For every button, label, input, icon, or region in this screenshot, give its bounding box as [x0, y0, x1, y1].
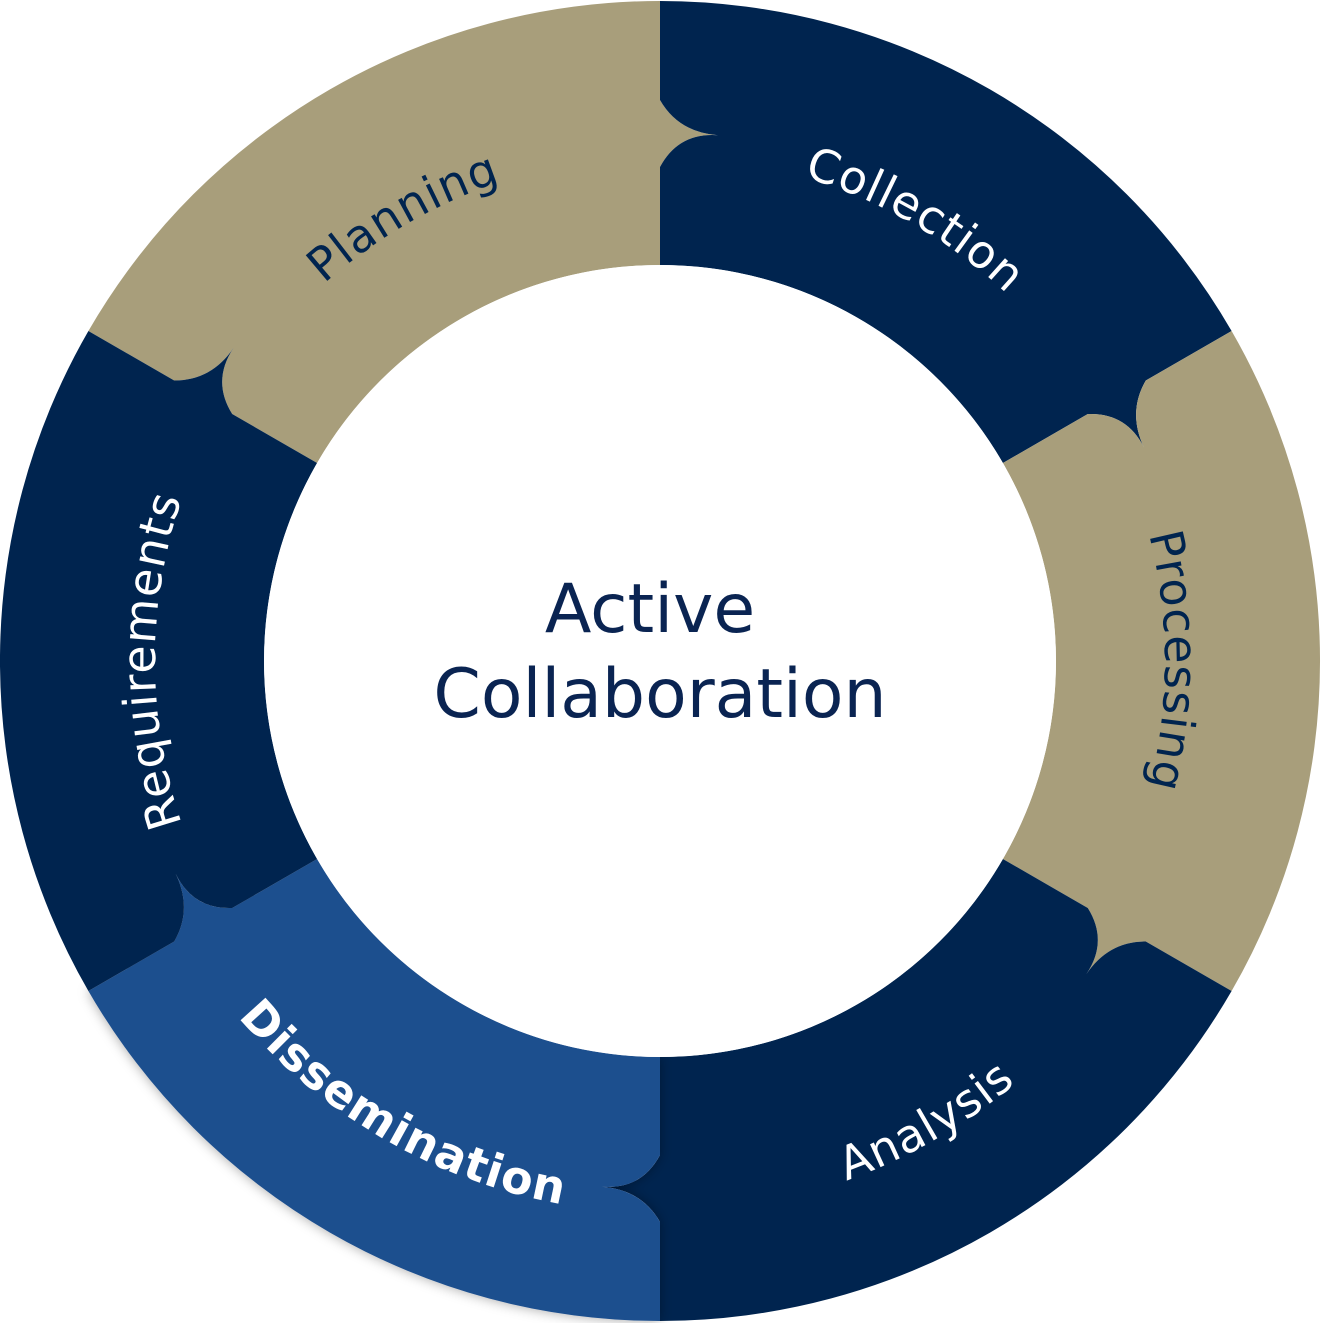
segment-planning [88, 1, 718, 463]
segment-dissemination [88, 859, 660, 1321]
center-title-line2: Collaboration [433, 655, 886, 734]
segment-processing [1002, 331, 1321, 991]
segment-requirements [0, 331, 318, 991]
segment-collection [660, 0, 1232, 463]
segment-analysis [602, 859, 1232, 1321]
center-circle [264, 265, 1056, 1057]
center-title-line1: Active [545, 570, 755, 649]
